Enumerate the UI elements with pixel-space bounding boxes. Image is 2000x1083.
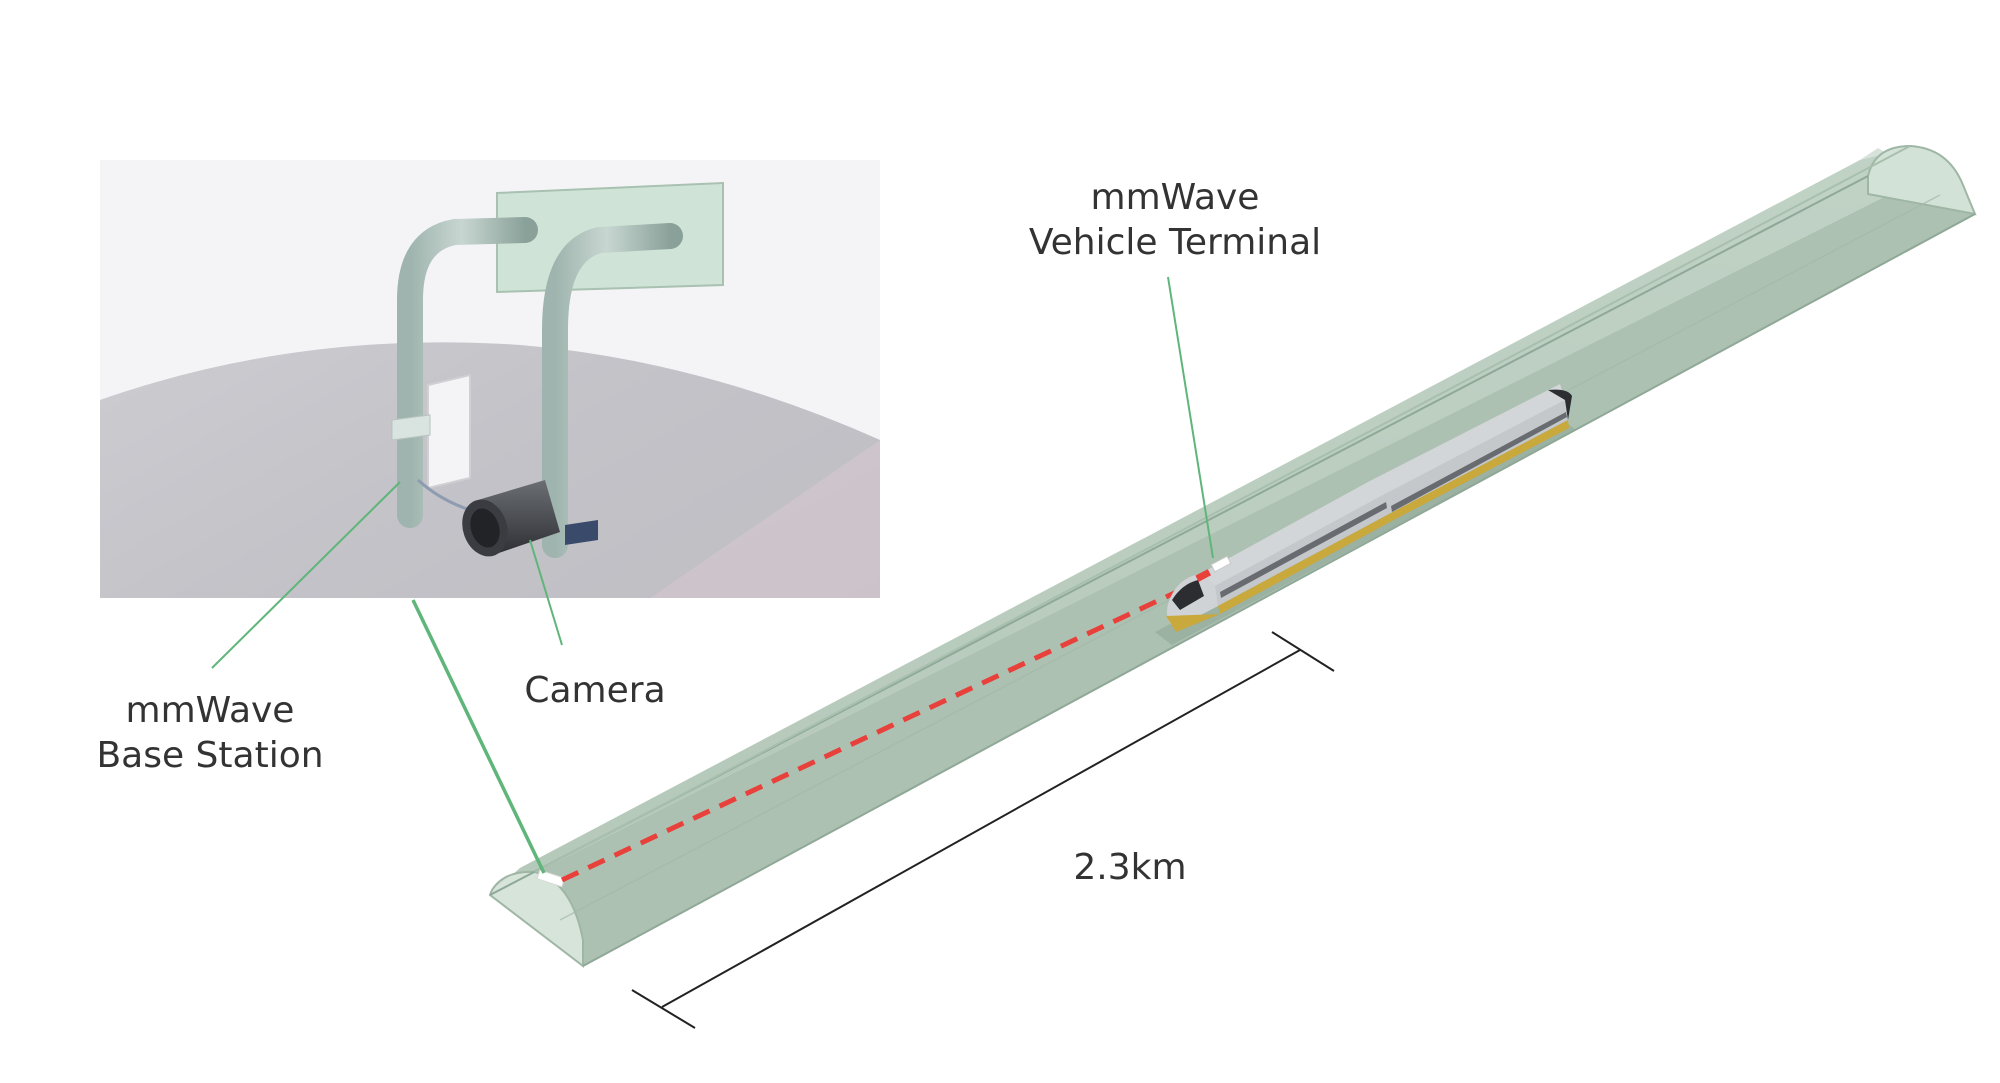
leader-lines [211, 276, 1214, 874]
distance-dimension [631, 631, 1335, 1029]
base-station-label-line1: mmWave [125, 690, 295, 731]
base-station-marker [536, 869, 566, 888]
base-station-closeup-inset [100, 160, 880, 598]
camera-illustration [462, 480, 560, 557]
base-station-label: mmWave Base Station [80, 688, 340, 778]
distance-label: 2.3km [1073, 847, 1187, 888]
camera-label: Camera [524, 670, 666, 711]
base-station-label-line2: Base Station [96, 735, 324, 776]
train-illustration [1155, 384, 1576, 645]
vehicle-terminal-label-line2: Vehicle Terminal [1028, 222, 1322, 263]
vehicle-terminal-label: mmWave Vehicle Terminal [1015, 175, 1335, 265]
signal-path [560, 579, 1200, 883]
vehicle-terminal-label-line1: mmWave [1090, 177, 1260, 218]
